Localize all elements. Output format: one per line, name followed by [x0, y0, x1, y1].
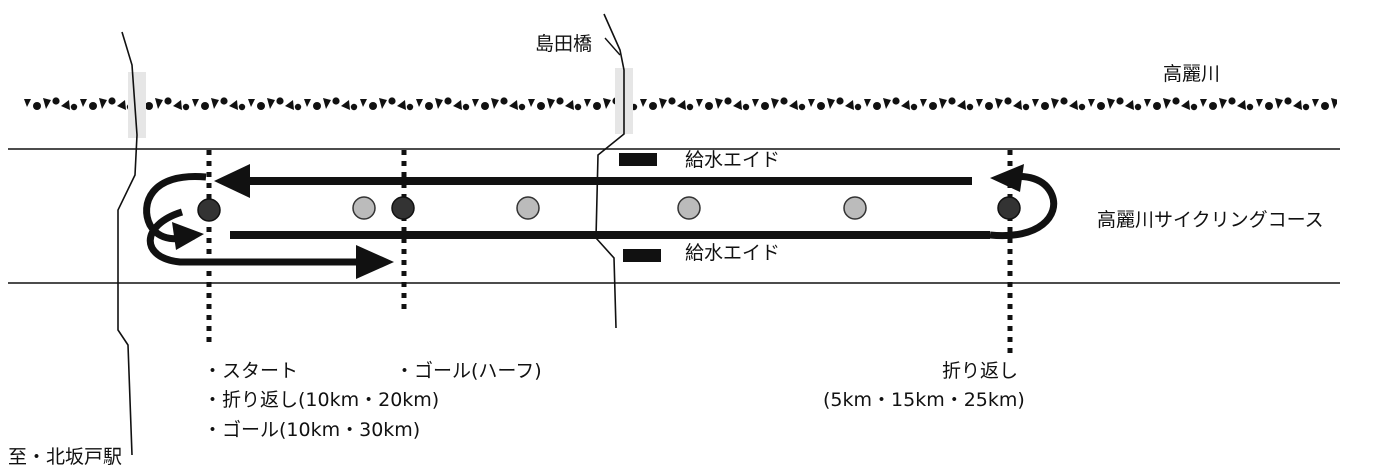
dot-grey-3 [677, 196, 701, 220]
start-note-goal: ・ゴール(10km・30km) [203, 419, 421, 441]
lower-loop-arrowhead [356, 245, 394, 279]
left-turn-arrowhead [172, 222, 204, 250]
bridge-label-leader [604, 37, 621, 56]
dot-half-goal [391, 196, 415, 220]
bridge-label: 島田橋 [535, 33, 593, 55]
dot-start [197, 198, 221, 222]
far-turn-arrowhead [990, 164, 1024, 192]
aid-station-bottom-marker [623, 249, 661, 262]
start-note-start: ・スタート [203, 360, 299, 382]
river-bank [22, 92, 1337, 118]
dot-grey-1 [352, 196, 376, 220]
far-turn-title: 折り返し [942, 360, 1019, 382]
bridge-left [128, 72, 146, 138]
aid-station-top-label: 給水エイド [685, 149, 781, 171]
dot-grey-4 [843, 196, 867, 220]
course-label: 高麗川サイクリングコース [1097, 209, 1324, 231]
station-road [117, 31, 138, 456]
lower-loop [146, 208, 360, 266]
dot-grey-2 [516, 196, 540, 220]
river-label: 高麗川 [1163, 63, 1221, 85]
far-turn-loop [989, 173, 1058, 240]
dot-far-turn [997, 196, 1021, 220]
bridge-road [595, 13, 625, 329]
half-goal-note: ・ゴール(ハーフ) [395, 360, 542, 382]
far-turn-distances: (5km・15km・25km) [823, 389, 1025, 411]
station-label: 至・北坂戸駅 [8, 446, 123, 468]
return-arrowhead [214, 164, 250, 198]
start-note-turn: ・折り返し(10km・20km) [203, 389, 440, 411]
aid-station-bottom-label: 給水エイド [685, 242, 781, 264]
aid-station-top-marker [619, 153, 657, 166]
